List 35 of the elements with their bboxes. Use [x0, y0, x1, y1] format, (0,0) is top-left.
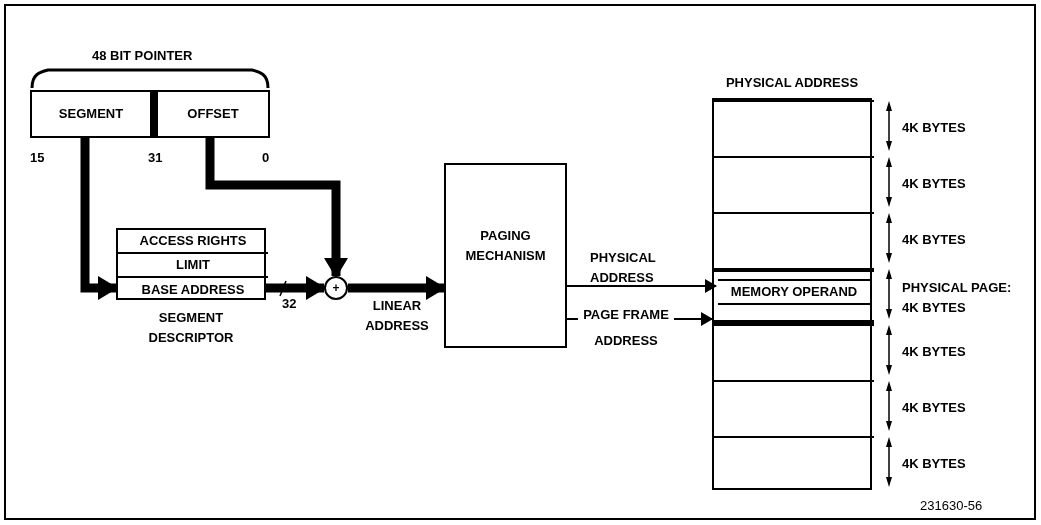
- size-label: 4K BYTES: [902, 175, 966, 193]
- size-label: 4K BYTES: [902, 119, 966, 137]
- bit-number: 0: [262, 149, 270, 167]
- segment-field: [30, 90, 154, 138]
- size-label: 4K BYTES: [902, 231, 966, 249]
- bracket-label: 48 BIT POINTER: [92, 47, 193, 65]
- box-label: ACCESS RIGHTS: [139, 232, 247, 251]
- size-label: 4K BYTES: [902, 343, 966, 361]
- arrow: [205, 138, 348, 278]
- bit-number: 15: [30, 149, 45, 167]
- size-label: 4K BYTES: [902, 455, 966, 473]
- edge-label: 32: [282, 295, 297, 313]
- arrow: [80, 138, 118, 300]
- arrow: [266, 276, 326, 300]
- plus-sign: +: [332, 282, 340, 294]
- process-box: [444, 163, 567, 348]
- edge-label: PHYSICAL ADDRESS: [590, 249, 657, 287]
- box-label: OFFSET: [187, 105, 239, 124]
- size-label: PHYSICAL PAGE: 4K BYTES: [902, 279, 1012, 317]
- box-label: SEGMENT: [58, 105, 124, 124]
- arrow: [566, 279, 717, 293]
- box-heading: SEGMENT DESCRIPTOR: [147, 309, 235, 347]
- size-label: 4K BYTES: [902, 399, 966, 417]
- page-frame-box: [714, 268, 874, 324]
- box-label: BASE ADDRESS: [141, 281, 245, 300]
- box-label: LIMIT: [176, 256, 210, 275]
- offset-field: [154, 90, 270, 138]
- box-label: MEMORY OPERAND: [730, 283, 858, 302]
- operand-box: [718, 279, 870, 305]
- edge-label: LINEAR ADDRESS: [364, 297, 430, 335]
- figure-number: 231630-56: [920, 497, 983, 515]
- box-heading: PHYSICAL ADDRESS: [725, 73, 859, 92]
- arrow: [348, 276, 446, 300]
- box-label: PAGING MECHANISM: [464, 227, 547, 265]
- bit-number: 31: [148, 149, 163, 167]
